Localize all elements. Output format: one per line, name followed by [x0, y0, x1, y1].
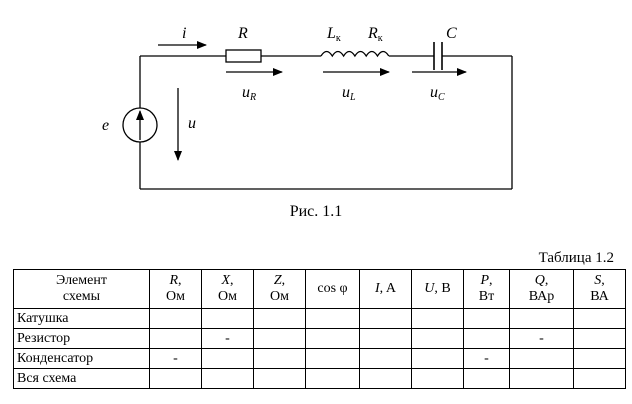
figure-caption: Рис. 1.1 — [289, 203, 343, 220]
table-cell[interactable] — [463, 308, 510, 329]
table-cell[interactable] — [149, 328, 202, 349]
table-cell[interactable] — [411, 328, 464, 349]
row-label: Вся схема — [13, 368, 150, 389]
row-label: Катушка — [13, 308, 150, 329]
emf-source — [122, 107, 158, 143]
table-cell[interactable] — [149, 368, 202, 389]
table-cell[interactable] — [149, 308, 202, 329]
table-cell[interactable]: - — [201, 328, 254, 349]
table-cell[interactable] — [253, 348, 306, 369]
u-C-label: uC — [430, 84, 445, 103]
header-U: U, В — [411, 269, 464, 309]
header-cosphi: cos φ — [305, 269, 360, 309]
table-cell[interactable] — [305, 368, 360, 389]
table-cell[interactable] — [201, 368, 254, 389]
table-cell[interactable] — [573, 308, 626, 329]
inductor-r-label: Rк — [367, 25, 383, 44]
header-R: R, Ом — [149, 269, 202, 309]
table-cell[interactable] — [253, 328, 306, 349]
resistor-label: R — [237, 25, 248, 42]
table-cell[interactable] — [509, 368, 574, 389]
table-cell[interactable] — [463, 328, 510, 349]
table-cell[interactable] — [359, 308, 412, 329]
table-cell[interactable]: - — [149, 348, 202, 369]
table-cell[interactable] — [253, 308, 306, 329]
table-cell[interactable]: - — [509, 328, 574, 349]
header-S: S, ВА — [573, 269, 626, 309]
header-I: I, A — [359, 269, 412, 309]
header-P: P, Вт — [463, 269, 510, 309]
circuit-diagram: i R Lк Rк C e u uR uL uC — [102, 25, 513, 190]
table-cell[interactable] — [253, 368, 306, 389]
resistor — [225, 49, 262, 63]
table-cell[interactable] — [359, 368, 412, 389]
table-header-row: Элемент схемы R, Ом X, Ом Z, Ом cos φ I,… — [13, 269, 626, 309]
table-cell[interactable] — [509, 348, 574, 369]
table-cell[interactable] — [509, 308, 574, 329]
header-X: X, Ом — [201, 269, 254, 309]
table-cell[interactable] — [411, 368, 464, 389]
header-Q: Q, ВАр — [509, 269, 574, 309]
table-row: Конденсатор - - — [13, 348, 626, 369]
table-cell[interactable] — [305, 348, 360, 369]
row-label: Конденсатор — [13, 348, 150, 369]
table-cell[interactable] — [573, 368, 626, 389]
row-label: Резистор — [13, 328, 150, 349]
table-cell[interactable] — [305, 328, 360, 349]
table-title: Таблица 1.2 — [538, 250, 614, 266]
table-cell[interactable] — [573, 348, 626, 369]
voltage-label: u — [188, 115, 196, 132]
table-cell[interactable] — [573, 328, 626, 349]
u-L-label: uL — [342, 84, 356, 103]
data-table: Элемент схемы R, Ом X, Ом Z, Ом cos φ I,… — [13, 269, 626, 389]
table-cell[interactable] — [201, 348, 254, 369]
table-cell[interactable] — [463, 368, 510, 389]
inductor-coil — [320, 50, 390, 58]
table-cell[interactable]: - — [463, 348, 510, 369]
header-element: Элемент схемы — [13, 269, 150, 309]
u-R-label: uR — [242, 84, 256, 103]
table-cell[interactable] — [305, 308, 360, 329]
table-cell[interactable] — [359, 348, 412, 369]
current-label: i — [182, 25, 186, 42]
inductor-l-label: Lк — [326, 25, 341, 44]
table-cell[interactable] — [359, 328, 412, 349]
table-row: Катушка — [13, 308, 626, 329]
table-cell[interactable] — [201, 308, 254, 329]
emf-label: e — [102, 117, 109, 134]
table-row: Вся схема — [13, 368, 626, 389]
capacitor-label: C — [446, 25, 457, 42]
header-Z: Z, Ом — [253, 269, 306, 309]
table-cell[interactable] — [411, 308, 464, 329]
table-cell[interactable] — [411, 348, 464, 369]
table-row: Резистор - - — [13, 328, 626, 349]
